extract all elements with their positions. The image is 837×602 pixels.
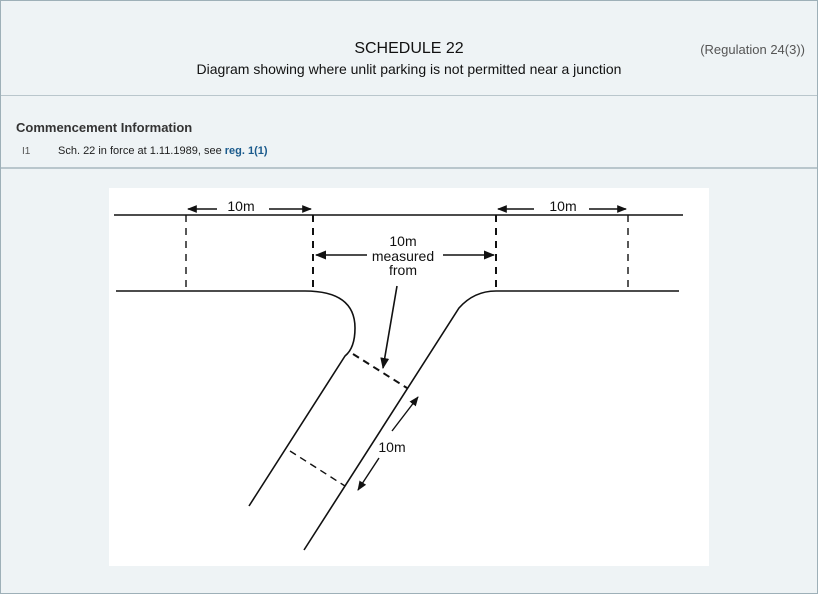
annotation-id: I1 [22, 146, 31, 157]
regulation-link[interactable]: reg. 1(1) [224, 145, 268, 157]
side-road-junction-limit [352, 353, 408, 389]
left-distance-label: 10m [227, 198, 254, 214]
measured-label-line3: from [389, 262, 417, 278]
measured-arrow-down [380, 285, 398, 370]
right-distance-label: 10m [549, 198, 576, 214]
side-road-distance-label: 10m [378, 439, 405, 455]
junction-diagram-svg: 10m 10m 10m measured from 10m [114, 198, 683, 551]
side-road-outer-limit [289, 450, 346, 487]
commencement-note: Sch. 22 in force at 1.11.1989, see reg. … [58, 145, 268, 157]
junction-diagram: 10m 10m 10m measured from 10m [109, 188, 709, 566]
commencement-heading: Commencement Information [16, 120, 193, 135]
regulation-reference: (Regulation 24(3)) [700, 42, 805, 57]
measured-label-line2: measured [372, 248, 434, 264]
measured-label-line1: 10m [389, 233, 416, 249]
side-road-left-edge [116, 290, 356, 507]
schedule-subtitle: Diagram showing where unlit parking is n… [196, 61, 622, 77]
commencement-information-box: Commencement Information I1 Sch. 22 in f… [1, 95, 817, 169]
side-road-arrow-down [357, 457, 380, 491]
commencement-note-text: Sch. 22 in force at 1.11.1989, see [58, 145, 222, 157]
side-road-arrow-up [391, 396, 419, 432]
schedule-title: SCHEDULE 22 [354, 40, 464, 57]
schedule-page: SCHEDULE 22 Diagram showing where unlit … [0, 0, 818, 594]
schedule-header: SCHEDULE 22 Diagram showing where unlit … [1, 1, 817, 95]
side-road-right-edge [303, 290, 679, 551]
